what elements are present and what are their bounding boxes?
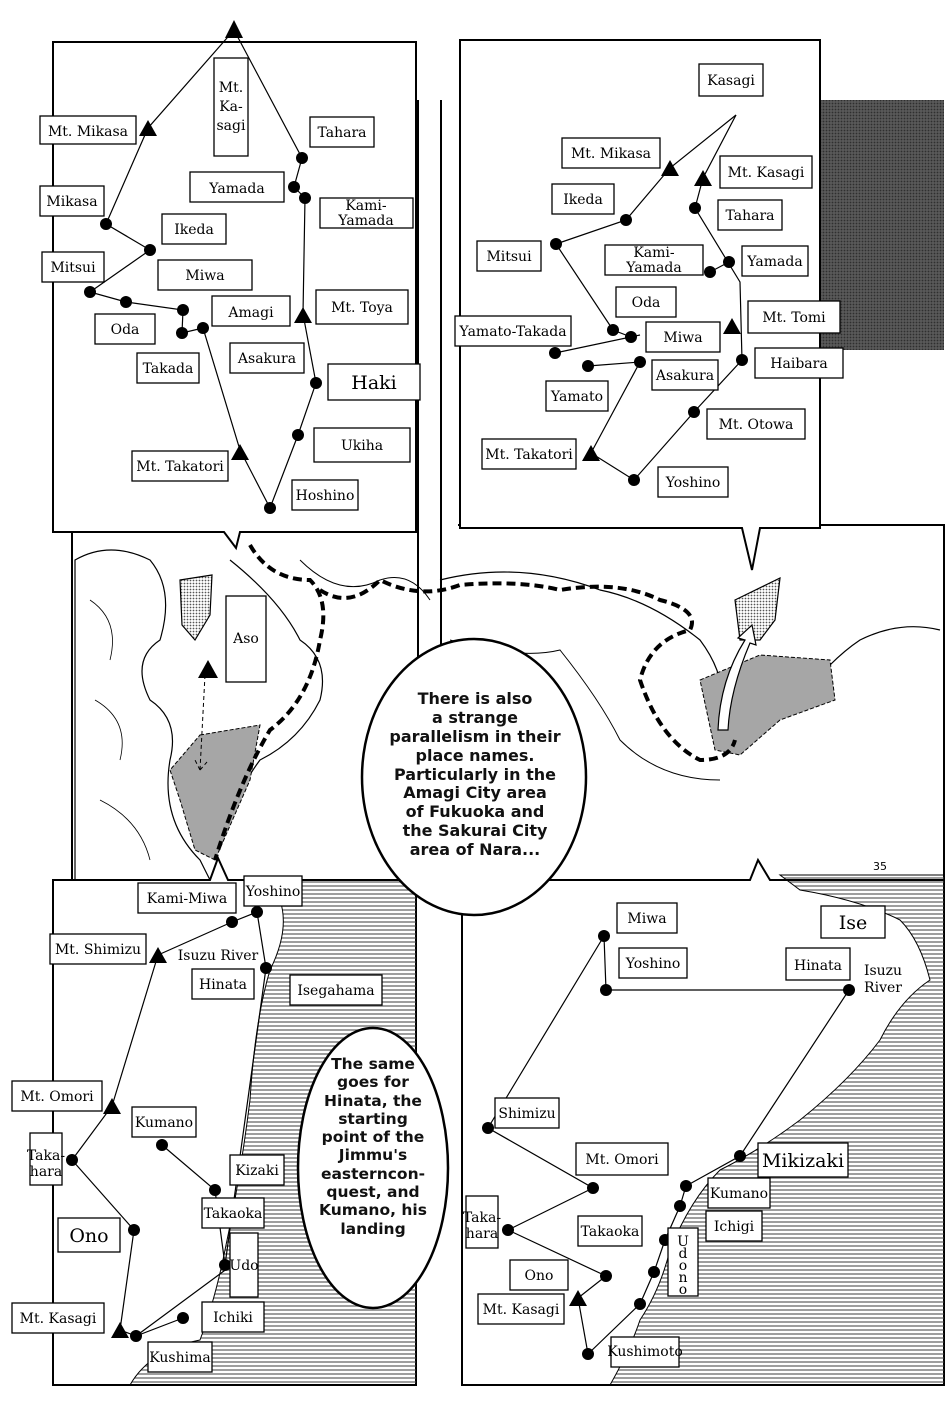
label-ichiki: Ichiki <box>213 1310 253 1326</box>
label-mt-kasagi-3: sagi <box>217 118 246 134</box>
label-kami-yamada-2: Yamada <box>337 213 393 229</box>
label-yoshino: Yoshino <box>245 884 301 900</box>
label-yamada: Yamada <box>746 254 802 270</box>
label-kami-yamada-1: Kami- <box>345 198 387 214</box>
label-yamato-takada: Yamato-Takada <box>458 324 566 340</box>
label-mt-takatori: Mt. Takatori <box>485 447 573 463</box>
label-mitsui: Mitsui <box>486 249 532 265</box>
region-amagi <box>179 574 213 642</box>
label-ichigi: Ichigi <box>714 1219 755 1235</box>
label-takaoka: Takaoka <box>581 1224 640 1240</box>
jimmu-route-east <box>318 577 737 763</box>
label-mt-otowa: Mt. Otowa <box>719 417 794 433</box>
label-udono-u: U <box>677 1234 689 1250</box>
label-kumano: Kumano <box>710 1186 768 1202</box>
panel-top-left: Mt. Mikasa Mt. Ka- sagi Tahara Yamada Ka… <box>39 20 421 551</box>
label-udono-n: n <box>678 1270 687 1286</box>
label-isuzu-river: Isuzu River <box>178 948 259 964</box>
label-mt-kasagi: Mt. Kasagi <box>20 1311 97 1327</box>
label-kumano: Kumano <box>135 1115 193 1131</box>
label-ono: Ono <box>69 1225 108 1247</box>
label-kami-yamada-1: Kami- <box>633 245 675 261</box>
label-yoshino: Yoshino <box>665 475 721 491</box>
label-isuzu-river-2: River <box>864 980 902 996</box>
label-takaoka: Takaoka <box>204 1206 263 1222</box>
region-hyuga <box>169 724 261 861</box>
bubble-center <box>360 637 588 917</box>
label-mt-takatori: Mt. Takatori <box>136 459 224 475</box>
label-mt-omori: Mt. Omori <box>20 1089 94 1105</box>
label-udono-o: o <box>679 1258 687 1274</box>
kyushu-west <box>74 549 211 881</box>
label-shimizu: Shimizu <box>498 1106 555 1122</box>
label-tahara: Tahara <box>318 125 367 141</box>
label-ukiha: Ukiha <box>341 438 383 454</box>
label-mt-mikasa: Mt. Mikasa <box>571 146 651 162</box>
label-yamada: Yamada <box>208 181 264 197</box>
label-kushimoto: Kushimoto <box>607 1344 683 1360</box>
speech-bubbles <box>296 637 588 1310</box>
label-mikasa: Mikasa <box>46 194 97 210</box>
label-mt-tomi: Mt. Tomi <box>762 310 826 326</box>
bubble-bottom <box>296 1026 450 1310</box>
label-mikizaki: Mikizaki <box>762 1150 844 1172</box>
label-takada: Takada <box>143 361 194 377</box>
label-yamato: Yamato <box>550 389 603 405</box>
label-kushima: Kushima <box>149 1350 210 1366</box>
label-asakura: Asakura <box>655 368 714 384</box>
label-mt-kasagi: Mt. Kasagi <box>728 165 805 181</box>
label-udo: Udo <box>229 1258 258 1274</box>
jimmu-route-kyushu <box>213 543 326 861</box>
arrow-to-nara <box>717 623 757 731</box>
label-miwa: Miwa <box>663 330 702 346</box>
label-asakura: Asakura <box>237 351 296 367</box>
label-tahara: Tahara <box>726 208 775 224</box>
label-kami-miwa: Kami-Miwa <box>147 891 227 907</box>
label-kizaki: Kizaki <box>235 1163 279 1179</box>
label-kasagi: Kasagi <box>707 73 755 89</box>
label-oda: Oda <box>632 295 661 311</box>
label-mitsui: Mitsui <box>50 260 96 276</box>
label-udono-o2: o <box>679 1282 687 1298</box>
label-takahara-1: Taka- <box>27 1148 65 1164</box>
label-ikeda: Ikeda <box>174 222 214 238</box>
label-ono: Ono <box>525 1268 554 1284</box>
region-nara <box>734 576 781 641</box>
panel-top-right: Kasagi Mt. Mikasa Mt. Kasagi Ikeda Tahar… <box>454 39 844 571</box>
label-ikeda: Ikeda <box>563 192 603 208</box>
label-takahara-2: hara <box>30 1164 62 1180</box>
label-takahara-1: Taka- <box>463 1210 501 1226</box>
label-haki: Haki <box>351 372 397 394</box>
label-mt-mikasa: Mt. Mikasa <box>48 124 128 140</box>
label-amagi: Amagi <box>227 305 274 321</box>
label-hinata: Hinata <box>794 958 842 974</box>
label-mt-kasagi-2: Ka- <box>219 99 243 115</box>
label-miwa: Miwa <box>627 911 666 927</box>
label-mt-kasagi-1: Mt. <box>219 80 243 96</box>
label-kami-yamada-2: Yamada <box>625 260 681 276</box>
label-hoshino: Hoshino <box>296 488 355 504</box>
label-mt-kasagi: Mt. Kasagi <box>483 1302 560 1318</box>
label-miwa: Miwa <box>185 268 224 284</box>
label-ise: Ise <box>839 912 868 934</box>
page-number: 35 <box>873 860 887 873</box>
label-mt-shimizu: Mt. Shimizu <box>55 942 141 958</box>
label-isuzu-river-1: Isuzu <box>864 963 902 979</box>
label-mt-omori: Mt. Omori <box>585 1152 659 1168</box>
label-oda: Oda <box>111 322 140 338</box>
label-udono-d: d <box>679 1246 688 1262</box>
label-isegahama: Isegahama <box>297 983 374 999</box>
label-aso: Aso <box>232 631 259 647</box>
label-yoshino: Yoshino <box>625 956 681 972</box>
label-hinata: Hinata <box>199 977 247 993</box>
center-bubble-text: There is also a strange parallelism in t… <box>389 689 561 859</box>
panel-bottom-right: Miwa Ise Yoshino Hinata Isuzu River Shim… <box>461 857 945 1386</box>
bottom-bubble-text: The same goes for Hinata, the starting p… <box>319 1055 427 1238</box>
label-mt-toya: Mt. Toya <box>331 300 393 316</box>
label-takahara-2: hara <box>466 1226 498 1242</box>
label-haibara: Haibara <box>770 356 827 372</box>
